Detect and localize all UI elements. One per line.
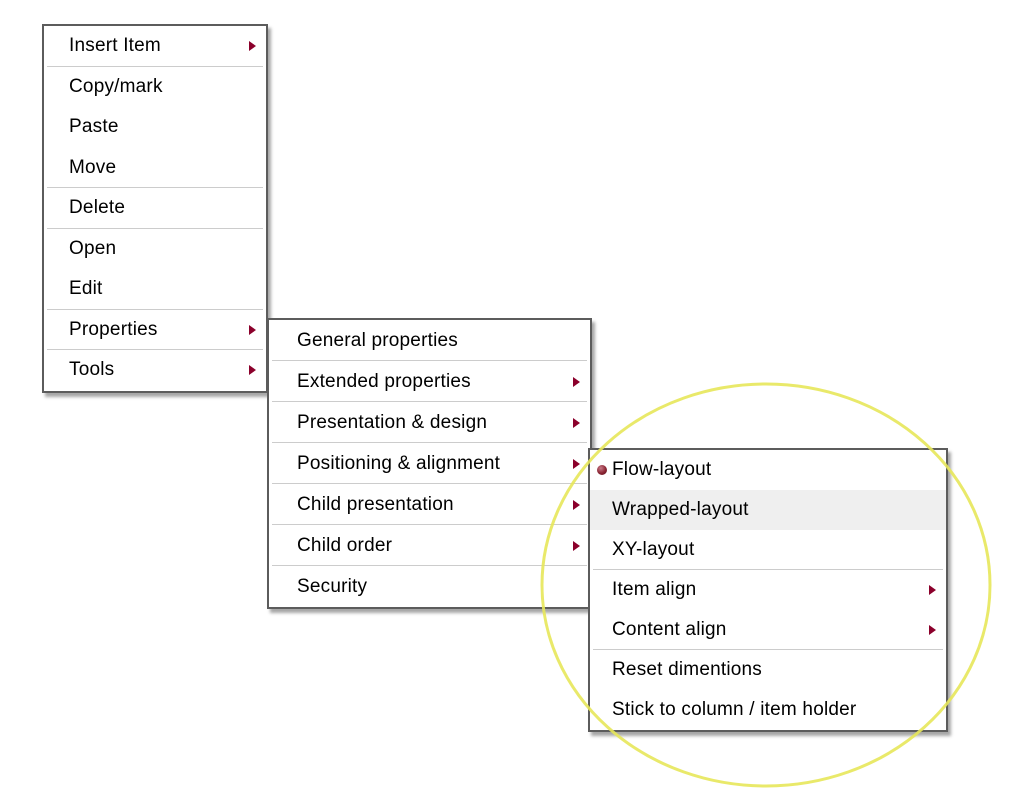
menu-item-label: Stick to column / item holder [612, 699, 857, 720]
menu-separator [593, 569, 943, 570]
menu-separator [47, 349, 263, 350]
submenu-arrow-icon [573, 499, 580, 510]
submenu-positioning-alignment: Flow-layout Wrapped-layout XY-layout Ite… [588, 448, 948, 732]
menu-separator [47, 65, 263, 67]
menu-separator [272, 442, 587, 443]
menu-separator [47, 308, 263, 310]
menu-item-label: Extended properties [297, 370, 471, 392]
menu-item-general-properties[interactable]: General properties [269, 320, 590, 361]
menu-item-label: General properties [297, 329, 458, 351]
menu-item-label: Insert Item [69, 35, 161, 57]
menu-item-copy-mark[interactable]: Copy/mark [44, 67, 266, 108]
menu-item-presentation-design[interactable]: Presentation & design [269, 402, 590, 443]
menu-item-label: Properties [69, 318, 158, 340]
menu-item-properties[interactable]: Properties [44, 310, 266, 351]
menu-item-label: Item align [612, 579, 697, 600]
menu-item-child-order[interactable]: Child order [269, 525, 590, 566]
submenu-arrow-icon [573, 540, 580, 551]
selected-radio-icon [597, 465, 607, 475]
menu-item-security[interactable]: Security [269, 566, 590, 607]
menu-item-label: Edit [69, 278, 103, 300]
menu-item-label: Open [69, 237, 117, 259]
menu-separator [47, 187, 263, 188]
menu-item-stick-to-column-item-holder[interactable]: Stick to column / item holder [590, 690, 946, 730]
submenu-arrow-icon [249, 41, 256, 52]
menu-item-tools[interactable]: Tools [44, 350, 266, 391]
submenu-arrow-icon [929, 625, 936, 635]
menu-item-label: Delete [69, 197, 126, 219]
menu-item-label: XY-layout [612, 539, 695, 560]
menu-item-label: Reset dimentions [612, 659, 762, 680]
menu-item-label: Copy/mark [69, 75, 163, 97]
menu-item-label: Paste [69, 116, 119, 138]
menu-item-content-align[interactable]: Content align [590, 610, 946, 650]
menu-item-label: Tools [69, 359, 115, 381]
menu-separator [272, 524, 587, 525]
menu-separator [272, 483, 587, 484]
menu-item-label: Security [297, 575, 368, 597]
submenu-arrow-icon [573, 458, 580, 469]
menu-item-wrapped-layout[interactable]: Wrapped-layout [590, 490, 946, 530]
menu-item-reset-dimentions[interactable]: Reset dimentions [590, 650, 946, 690]
menu-item-item-align[interactable]: Item align [590, 570, 946, 610]
submenu-properties: General properties Extended properties P… [267, 318, 592, 609]
menu-item-insert-item[interactable]: Insert Item [44, 26, 266, 67]
submenu-arrow-icon [573, 376, 580, 387]
menu-item-label: Wrapped-layout [612, 499, 749, 520]
submenu-arrow-icon [249, 324, 256, 335]
menu-item-extended-properties[interactable]: Extended properties [269, 361, 590, 402]
menu-separator [272, 360, 587, 361]
menu-item-label: Child presentation [297, 493, 454, 515]
menu-separator [47, 227, 263, 229]
menu-item-flow-layout[interactable]: Flow-layout [590, 450, 946, 490]
menu-separator [272, 401, 587, 402]
menu-item-positioning-alignment[interactable]: Positioning & alignment [269, 443, 590, 484]
menu-item-label: Presentation & design [297, 411, 488, 433]
submenu-arrow-icon [573, 417, 580, 428]
menu-item-label: Positioning & alignment [297, 452, 501, 474]
context-menu-root: Insert Item Copy/mark Paste Move Delete … [42, 24, 268, 393]
menu-item-move[interactable]: Move [44, 148, 266, 189]
menu-item-paste[interactable]: Paste [44, 107, 266, 148]
menu-separator [272, 565, 587, 566]
menu-item-label: Flow-layout [612, 459, 712, 480]
menu-item-delete[interactable]: Delete [44, 188, 266, 229]
menu-item-label: Move [69, 156, 117, 178]
menu-item-label: Child order [297, 534, 393, 556]
menu-separator [593, 649, 943, 650]
menu-item-label: Content align [612, 619, 727, 640]
menu-item-xy-layout[interactable]: XY-layout [590, 530, 946, 570]
submenu-arrow-icon [929, 585, 936, 595]
menu-item-edit[interactable]: Edit [44, 269, 266, 310]
menu-item-open[interactable]: Open [44, 229, 266, 270]
submenu-arrow-icon [249, 365, 256, 376]
menu-item-child-presentation[interactable]: Child presentation [269, 484, 590, 525]
